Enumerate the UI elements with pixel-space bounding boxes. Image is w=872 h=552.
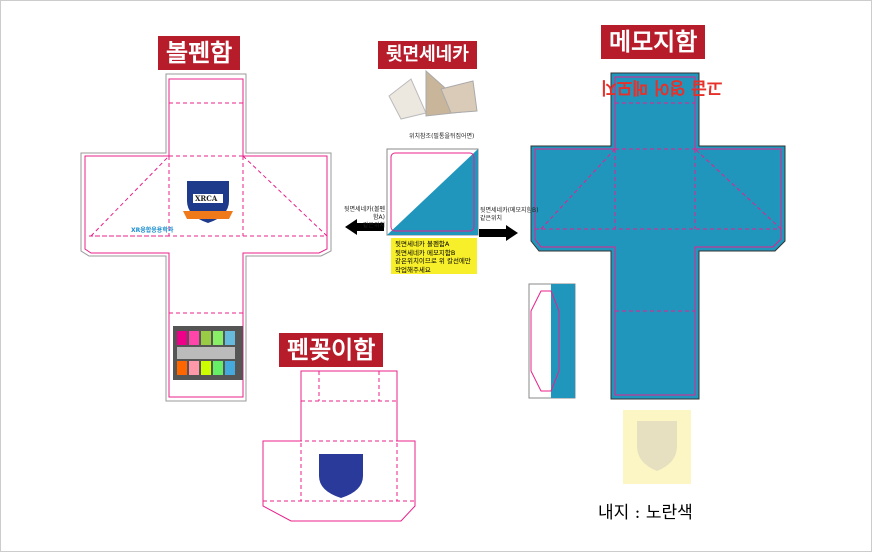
left-arrow-line: 같은위치	[362, 222, 385, 229]
left-arrow-text: 뒷면세네카(볼펜함A) 같은위치	[341, 206, 385, 230]
photo-sample	[388, 69, 478, 120]
right-arrow-icon	[479, 225, 518, 241]
note-line: 뒷면세네카 메모지함B	[395, 248, 456, 257]
dept-text: XR융합응용학과	[131, 227, 174, 234]
back-seneca-title: 뒷면세네카	[378, 41, 477, 69]
ballpen-box-title: 볼펜함	[158, 36, 241, 70]
memo-box-dieline	[528, 72, 786, 400]
note-box: 뒷면세네카 볼펜함A 뒷면세네카 메모지함B 같은위치이므로 위 칼선에만 작업…	[391, 238, 477, 274]
note-line: 작업해주세요	[395, 265, 431, 274]
pen-holder-title: 펜꽂이함	[279, 333, 384, 367]
left-arrow-icon	[345, 219, 384, 235]
ballpen-box-dieline	[80, 73, 332, 402]
memo-top-text: 고급 영어 메모지	[601, 77, 723, 97]
right-arrow-line: 같은위치	[480, 215, 503, 222]
memo-box-title: 메모지함	[601, 25, 706, 59]
left-arrow-line: 뒷면세네카(볼펜함A)	[344, 206, 385, 221]
back-seneca-square	[386, 148, 479, 236]
inner-paper-sample	[623, 410, 691, 484]
note-line: 뒷면세네카 볼펜함A	[395, 240, 450, 248]
ref-caption: 위치참조(필통을뒤집어면)	[409, 133, 475, 140]
logo-text: XRCA	[195, 194, 218, 203]
right-arrow-line: 뒷면세네카(메모지함B)	[480, 207, 539, 214]
right-arrow-text: 뒷면세네카(메모지함B) 같은위치	[480, 207, 538, 223]
inner-paper-label: 내지 : 노란색	[598, 503, 693, 523]
note-line: 같은위치이므로 위 칼선에만	[395, 257, 471, 265]
pen-holder-dieline	[262, 370, 416, 522]
